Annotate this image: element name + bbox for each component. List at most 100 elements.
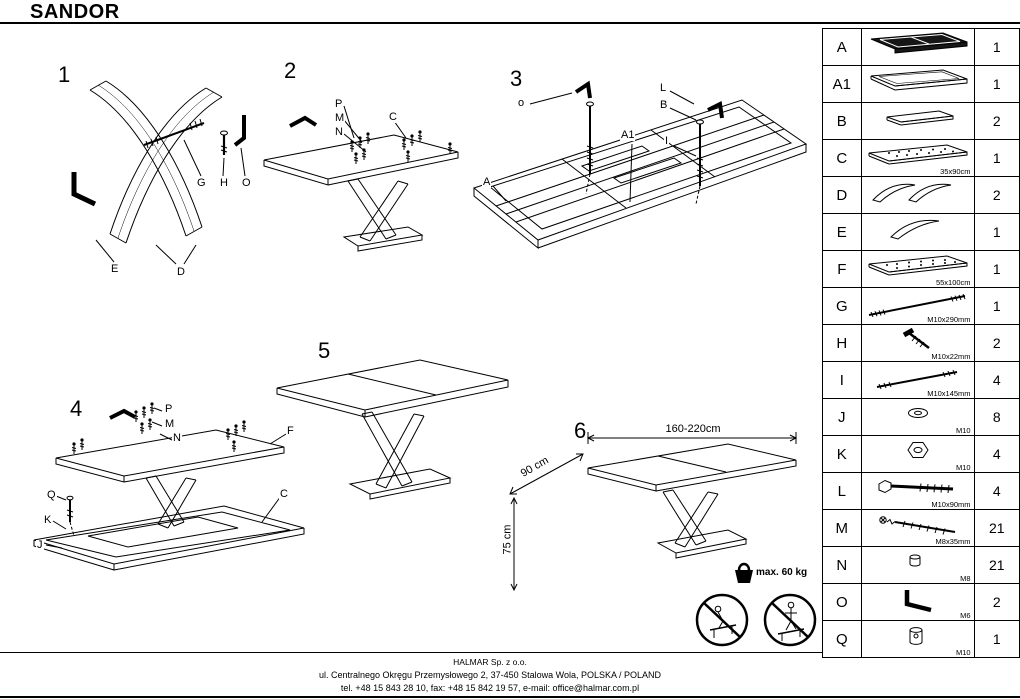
product-title: SANDOR bbox=[30, 1, 120, 23]
panel-icon bbox=[868, 144, 968, 165]
footer: HALMAR Sp. z o.o. ul. Centralnego Okręgu… bbox=[0, 656, 980, 695]
part-letter: A bbox=[822, 28, 862, 66]
part-qty: 21 bbox=[973, 546, 1020, 584]
step-2-figure: 2 P M N C bbox=[256, 42, 470, 282]
step-5-drawing bbox=[276, 359, 509, 500]
part-qty: 1 bbox=[973, 28, 1020, 66]
table-row: H M10x22mm 2 bbox=[822, 324, 1020, 362]
step-number: 2 bbox=[284, 58, 297, 83]
table-row: L M10x90mm 4 bbox=[822, 472, 1020, 510]
bottom-rule bbox=[0, 696, 1020, 698]
part-label-o: O bbox=[241, 177, 252, 189]
part-letter: A1 bbox=[822, 65, 862, 103]
step-6-drawing bbox=[509, 432, 817, 647]
threaded-rod-icon bbox=[868, 293, 966, 318]
table-row: E 1 bbox=[822, 213, 1020, 251]
part-letter: C bbox=[822, 139, 862, 177]
table-row: D 2 bbox=[822, 176, 1020, 214]
table-row: J M10 8 bbox=[822, 398, 1020, 436]
part-label-l: L bbox=[659, 82, 668, 94]
table-row: F 55x100cm 1 bbox=[822, 250, 1020, 288]
cap-icon bbox=[909, 554, 921, 567]
allen-key-icon bbox=[904, 590, 932, 613]
part-label-e: E bbox=[110, 263, 120, 275]
part-caption: M8 bbox=[960, 573, 971, 583]
part-letter: M bbox=[822, 509, 862, 547]
part-letter: E bbox=[822, 213, 862, 251]
table-row: K M10 4 bbox=[822, 435, 1020, 473]
part-letter: L bbox=[822, 472, 862, 510]
step-2-drawing bbox=[263, 105, 459, 252]
part-label-d: D bbox=[176, 266, 186, 278]
part-letter: O bbox=[822, 583, 862, 621]
part-letter: I bbox=[822, 361, 862, 399]
threaded-rod-icon bbox=[876, 369, 957, 390]
part-label-f: F bbox=[286, 425, 295, 437]
part-qty: 21 bbox=[973, 509, 1020, 547]
part-label-p: P bbox=[164, 403, 174, 415]
part-caption: M8x35mm bbox=[935, 536, 971, 546]
washer-icon bbox=[907, 408, 928, 418]
part-label-i: I bbox=[664, 135, 670, 147]
part-caption: M10 bbox=[955, 647, 971, 657]
support-plank-icon bbox=[886, 110, 954, 126]
length-dimension: 160-220cm bbox=[665, 423, 721, 435]
part-qty: 1 bbox=[973, 287, 1020, 325]
part-label-n: N bbox=[172, 432, 182, 444]
table-row: Q M10 1 bbox=[822, 620, 1020, 658]
part-qty: 1 bbox=[973, 139, 1020, 177]
tabletop-insert-icon bbox=[870, 69, 968, 91]
step-4-figure: 4 P M N F C Q K J bbox=[18, 390, 320, 610]
table-row: B 2 bbox=[822, 102, 1020, 140]
part-label-o: o bbox=[517, 97, 526, 109]
part-label-c: C bbox=[388, 111, 398, 123]
part-caption: 55x100cm bbox=[935, 277, 971, 287]
parts-table: A 1 A1 bbox=[822, 28, 1020, 658]
part-label-a1: A1 bbox=[620, 129, 636, 141]
part-label-m: M bbox=[164, 418, 176, 430]
footer-company: HALMAR Sp. z o.o. bbox=[453, 657, 527, 667]
step-1-drawing bbox=[71, 80, 246, 265]
part-label-b: B bbox=[659, 99, 669, 111]
height-dimension: 75 cm bbox=[501, 524, 514, 555]
part-qty: 2 bbox=[973, 583, 1020, 621]
step-number: 3 bbox=[510, 66, 523, 91]
part-letter: Q bbox=[822, 620, 862, 658]
part-caption: M10x22mm bbox=[931, 351, 971, 361]
part-label-c: C bbox=[279, 488, 289, 500]
part-letter: G bbox=[822, 287, 862, 325]
step-5-figure: 5 bbox=[262, 330, 534, 538]
part-qty: 1 bbox=[973, 213, 1020, 251]
part-label-a: A bbox=[482, 176, 492, 188]
step-4-drawing bbox=[33, 401, 305, 571]
part-qty: 8 bbox=[973, 398, 1020, 436]
part-label-g: G bbox=[196, 177, 207, 189]
step-1-figure: 1 G H O E D bbox=[38, 48, 270, 298]
part-letter: J bbox=[822, 398, 862, 436]
part-caption: M10x145mm bbox=[927, 388, 971, 398]
part-qty: 4 bbox=[973, 361, 1020, 399]
header-rule bbox=[0, 22, 1020, 24]
table-row: N M8 21 bbox=[822, 546, 1020, 584]
table-row: I M10x145mm 4 bbox=[822, 361, 1020, 399]
table-row: O M6 2 bbox=[822, 583, 1020, 621]
part-letter: F bbox=[822, 250, 862, 288]
part-letter: N bbox=[822, 546, 862, 584]
table-row: A1 1 bbox=[822, 65, 1020, 103]
max-load-label: max. 60 kg bbox=[756, 567, 808, 578]
hex-nut-icon bbox=[906, 442, 929, 458]
footer-contact: tel. +48 15 843 28 10, fax: +48 15 842 1… bbox=[340, 683, 640, 693]
step-3-figure: 3 o L B I A1 A bbox=[462, 46, 818, 304]
part-label-m: M bbox=[334, 112, 346, 124]
part-caption: M10 bbox=[955, 462, 971, 472]
part-label-h: H bbox=[219, 177, 229, 189]
step-number: 1 bbox=[58, 62, 71, 87]
part-letter: D bbox=[822, 176, 862, 214]
barrel-nut-icon bbox=[909, 627, 923, 645]
part-letter: B bbox=[822, 102, 862, 140]
step-number: 4 bbox=[70, 396, 83, 421]
table-row: M M8x35mm 21 bbox=[822, 509, 1020, 547]
part-letter: K bbox=[822, 435, 862, 473]
bolt-long-icon bbox=[878, 479, 953, 494]
